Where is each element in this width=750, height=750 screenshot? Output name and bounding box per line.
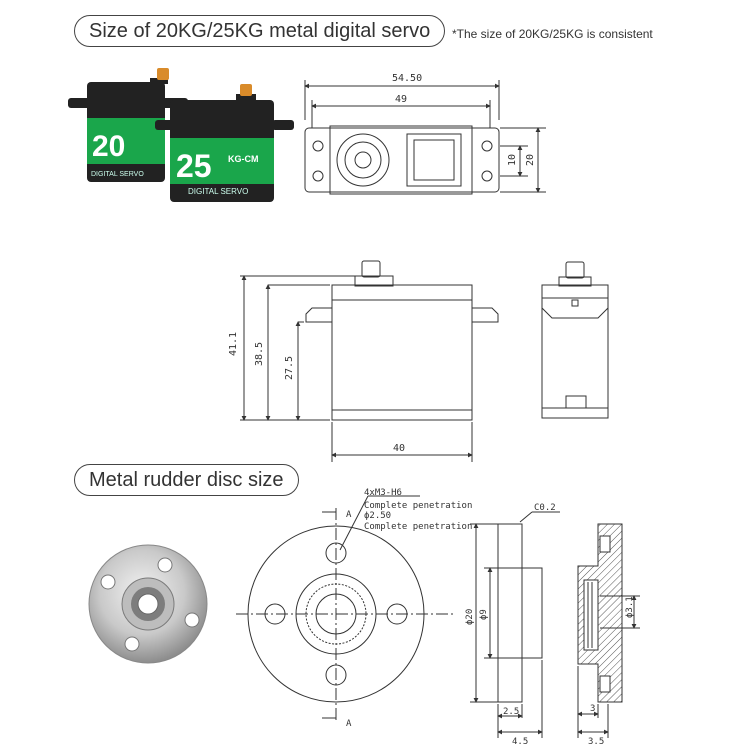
section-marker-a-bottom: A (346, 719, 352, 729)
servo-photo-20kg: 20 DIGITAL SERVO (68, 68, 188, 182)
callout-diameter: ϕ2.50 (364, 511, 391, 521)
section-title-rudder-disc: Metal rudder disc size (74, 464, 299, 496)
dim-section-3-5: 3.5 (588, 737, 604, 747)
callout-penetration-2: Complete penetration (364, 522, 472, 532)
dim-disc-d20: ϕ20 (465, 609, 475, 625)
servo-label-digital-20: DIGITAL SERVO (91, 171, 144, 178)
dim-section-3: 3 (590, 704, 595, 714)
output-spline-25kg (240, 84, 252, 96)
dim-top-h2: 20 (525, 154, 536, 166)
dim-disc-chamfer: C0.2 (534, 503, 556, 513)
servo-label-20: 20 (92, 130, 125, 163)
servo-photo-25kg: 25 KG-CM DIGITAL SERVO (155, 84, 294, 202)
horn-hole-right (184, 612, 200, 628)
servo-label-25: 25 (176, 148, 212, 184)
horn-hole-bottom (124, 636, 140, 652)
disc-section-view (577, 523, 640, 738)
dim-front-h2: 38.5 (254, 342, 265, 366)
dim-front-h3: 27.5 (284, 356, 295, 380)
dim-top-overall: 54.50 (392, 73, 422, 84)
horn-hole-top (157, 557, 173, 573)
dim-front-width: 40 (393, 443, 405, 454)
size-consistency-note: *The size of 20KG/25KG is consistent (452, 27, 653, 41)
dim-disc-4-5: 4.5 (512, 737, 528, 747)
dim-top-h1: 10 (507, 154, 518, 166)
callout-penetration-1: Complete penetration (364, 501, 472, 511)
servo-top-view (304, 80, 546, 195)
dim-disc-2-5: 2.5 (503, 707, 519, 717)
callout-thread: 4xM3-H6 (364, 488, 402, 498)
dim-front-h1: 41.1 (228, 332, 239, 356)
section-title-servo-size: Size of 20KG/25KG metal digital servo (74, 15, 446, 47)
servo-label-digital-25: DIGITAL SERVO (188, 187, 248, 196)
section-marker-a-top: A (346, 510, 352, 520)
dim-disc-d9: ϕ9 (479, 609, 489, 620)
output-spline-20kg (157, 68, 169, 80)
dim-top-inner: 49 (395, 94, 407, 105)
servo-front-view (240, 260, 499, 462)
disc-side-view (470, 511, 560, 738)
disc-front-view (236, 495, 456, 720)
metal-horn-photo (88, 544, 208, 664)
servo-side-view (541, 261, 609, 419)
servo-label-kgcm: KG-CM (228, 154, 259, 164)
horn-hole-left (100, 574, 116, 590)
dim-section-d31: ϕ3.1 (625, 596, 635, 618)
